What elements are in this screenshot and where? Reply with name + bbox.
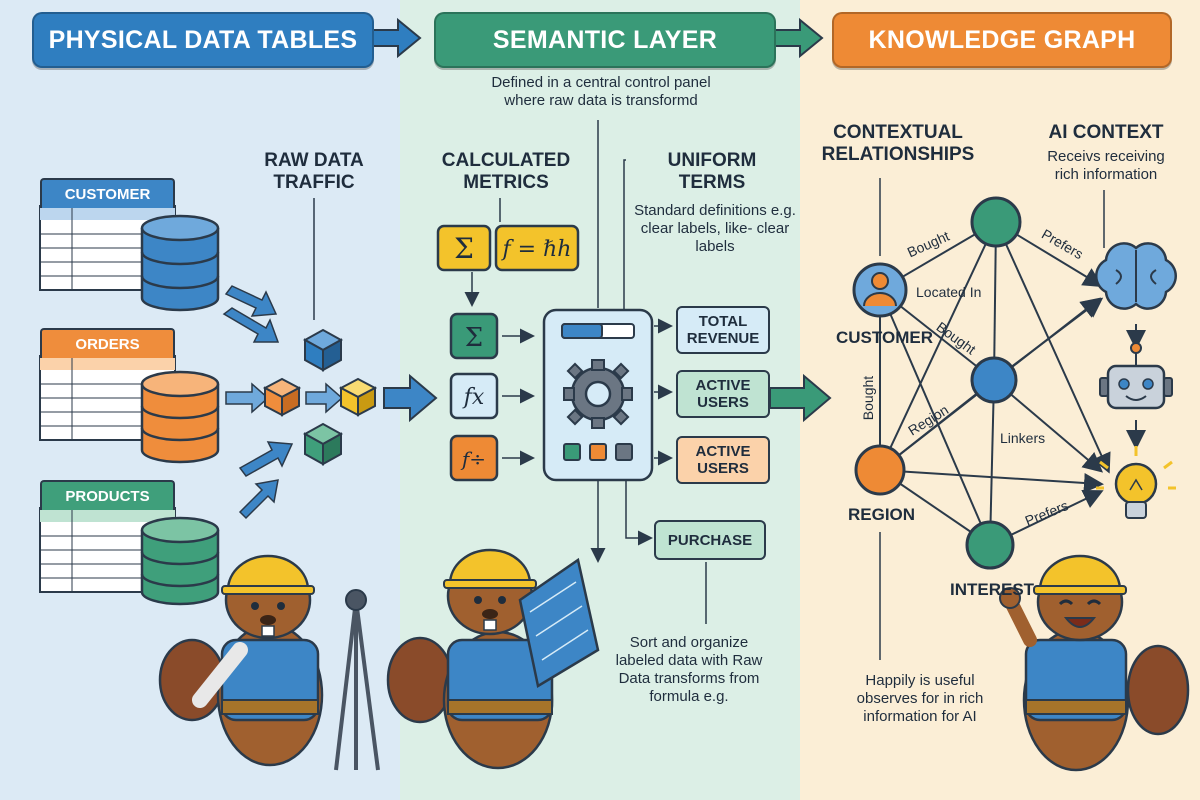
formula-icon-box: f = ℏh bbox=[494, 224, 580, 272]
knowledge-graph-header: KNOWLEDGE GRAPH bbox=[832, 12, 1172, 68]
beaver-engineer-middle bbox=[386, 548, 600, 770]
physical-data-tables-header: PHYSICAL DATA TABLES bbox=[32, 12, 374, 68]
ai-context-heading: AI CONTEXT bbox=[1048, 122, 1164, 143]
located-in-edge-label: Located In bbox=[916, 284, 982, 300]
beaver-engineer-left bbox=[158, 554, 380, 771]
svg-text:Σ: Σ bbox=[465, 323, 483, 353]
purchase-box: PURCHASE bbox=[654, 520, 766, 560]
green-cube bbox=[302, 422, 344, 466]
contextual-relationships-heading: CONTEXTUAL RELATIONSHIPS bbox=[821, 122, 975, 165]
header-arrow-1 bbox=[371, 17, 422, 59]
graph-pointer-lines bbox=[879, 178, 1105, 660]
formula-text: f = ℏh bbox=[501, 237, 572, 262]
interest-node-label: INTEREST bbox=[950, 580, 1035, 599]
sigma-metric-icon: Σ bbox=[449, 312, 499, 360]
active-users-box-2: ACTIVE USERS bbox=[676, 436, 770, 484]
blue-cube bbox=[302, 328, 344, 372]
region-node-label: REGION bbox=[848, 505, 916, 524]
central-control-note: Defined in a central control panel where… bbox=[491, 74, 711, 109]
ai-context-note: Receivs receiving rich information bbox=[1047, 148, 1165, 183]
total-revenue-box: TOTAL REVENUE bbox=[676, 306, 770, 354]
brain-icon bbox=[1095, 242, 1177, 310]
products-database-icon bbox=[140, 516, 220, 606]
semantic-layer-header: SEMANTIC LAYER bbox=[434, 12, 776, 68]
central-node bbox=[970, 356, 1018, 404]
happily-useful-note: Happily is useful observes for in rich i… bbox=[856, 672, 984, 725]
uniform-terms-heading: UNIFORM TERMS bbox=[667, 150, 757, 193]
region-node bbox=[854, 444, 906, 496]
to-graph-arrow bbox=[769, 373, 832, 423]
beaver-engineer-right bbox=[999, 554, 1190, 772]
header-arrow-2 bbox=[773, 17, 824, 59]
function-metric-icon: fx bbox=[449, 372, 499, 420]
raw-data-flow-arrows bbox=[222, 285, 344, 520]
gear-icon bbox=[563, 359, 633, 429]
products-table-label: PRODUCTS bbox=[40, 480, 175, 510]
output-connectors bbox=[590, 159, 707, 624]
orders-table-label: ORDERS bbox=[40, 328, 175, 358]
linkers-edge-label: Linkers bbox=[1000, 430, 1046, 446]
metric-arrows bbox=[502, 328, 535, 466]
interest-node bbox=[965, 520, 1015, 570]
sigma-icon-box: Σ bbox=[436, 224, 492, 272]
sort-organize-note: Sort and organize labeled data with Raw … bbox=[615, 634, 763, 705]
control-panel-buttons bbox=[563, 443, 633, 461]
customer-table-label: CUSTOMER bbox=[40, 178, 175, 208]
svg-text:fx: fx bbox=[462, 385, 485, 410]
orange-cube bbox=[262, 377, 302, 417]
customer-node bbox=[852, 262, 908, 318]
yellow-cube bbox=[338, 377, 378, 417]
customer-node-label: CUSTOMER bbox=[836, 328, 933, 347]
uniform-terms-note: Standard definitions e.g. clear labels, … bbox=[634, 202, 796, 255]
interest-top-node bbox=[970, 196, 1022, 248]
calculated-metrics-heading: CALCULATED METRICS bbox=[441, 150, 571, 193]
svg-text:f÷: f÷ bbox=[460, 447, 486, 471]
customer-database-icon bbox=[140, 214, 220, 312]
orders-database-icon bbox=[140, 370, 220, 464]
to-semantic-arrow bbox=[383, 373, 438, 423]
active-users-box-1: ACTIVE USERS bbox=[676, 370, 770, 418]
svg-text:Σ: Σ bbox=[454, 232, 474, 265]
formula-metric-icon: f÷ bbox=[449, 434, 499, 482]
raw-data-traffic-heading: RAW DATA TRAFFIC bbox=[264, 150, 364, 193]
lightbulb-icon bbox=[1096, 446, 1176, 519]
robot-icon bbox=[1099, 342, 1173, 410]
bought-edge-label-left: Bought bbox=[860, 375, 877, 421]
